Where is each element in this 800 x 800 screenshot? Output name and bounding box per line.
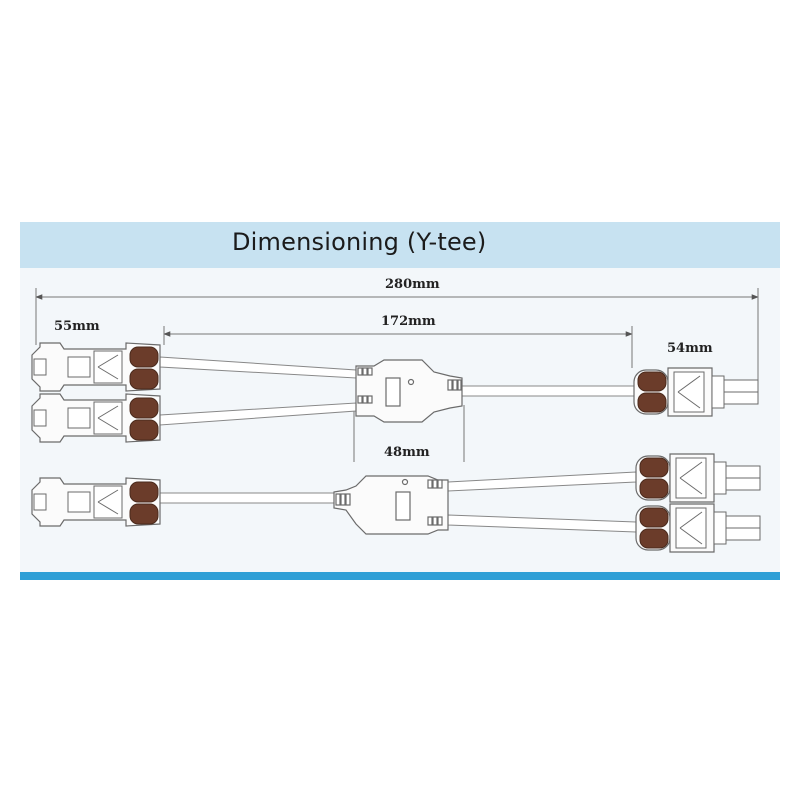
cable: [447, 514, 637, 533]
diagram-title: Dimensioning (Y-tee): [232, 228, 487, 256]
accent-bar: [20, 572, 780, 580]
lower-branch-body: [333, 475, 449, 535]
connector-left-upper-b: [31, 393, 161, 443]
cable: [159, 402, 357, 426]
dimension-lines: [35, 288, 759, 462]
connector-right-lower-b: [635, 503, 761, 553]
trunk-dim-label: 172mm: [381, 314, 436, 329]
branch-dim-label: 48mm: [384, 445, 430, 460]
connector-right-upper: [633, 367, 759, 417]
branch-marker: [401, 478, 409, 486]
upper-cables: [159, 356, 635, 426]
connector-left-lower: [31, 477, 161, 527]
connector-left-upper-a: [31, 342, 161, 392]
title-band: Dimensioning (Y-tee): [20, 222, 780, 268]
cable: [157, 492, 337, 504]
upper-branch-body: [355, 359, 463, 423]
overall-dim-label: 280mm: [385, 277, 440, 292]
left-connector-dim-label: 55mm: [54, 319, 100, 334]
right-connector-dim-label: 54mm: [667, 341, 713, 356]
branch-window: [395, 491, 411, 521]
branch-window: [385, 377, 401, 407]
cable: [447, 471, 637, 492]
cable: [159, 356, 357, 379]
branch-marker: [407, 378, 415, 386]
cable: [461, 385, 635, 397]
connector-right-lower-a: [635, 453, 761, 503]
